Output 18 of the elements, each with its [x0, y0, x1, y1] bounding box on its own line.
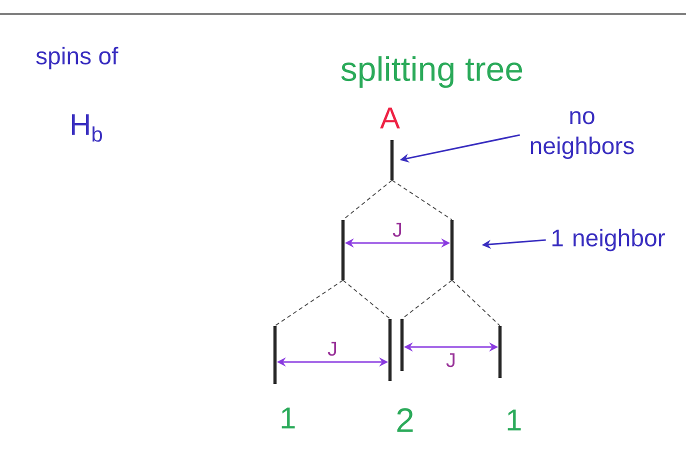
splitting-line	[402, 280, 452, 320]
annotation-text: no neighbors	[530, 111, 634, 159]
annotation-text: 1 neighbor	[552, 228, 665, 252]
intensity-number: 1	[508, 410, 521, 430]
note-text: spins of	[36, 46, 118, 70]
splitting-line	[342, 280, 390, 320]
edge-label: J	[328, 342, 336, 356]
peak-letter: A	[380, 108, 400, 128]
splitting-line	[392, 180, 452, 220]
title: splitting tree	[341, 56, 522, 88]
intensity-number: 2	[397, 408, 413, 432]
splitting-line	[342, 180, 392, 220]
intensity-number: 1	[282, 408, 295, 428]
edge-label: J	[392, 222, 402, 237]
note-text: H$_{b}$	[72, 114, 102, 142]
splitting-line	[452, 280, 500, 326]
splitting-line	[274, 280, 344, 326]
edge-label: J	[446, 353, 455, 368]
